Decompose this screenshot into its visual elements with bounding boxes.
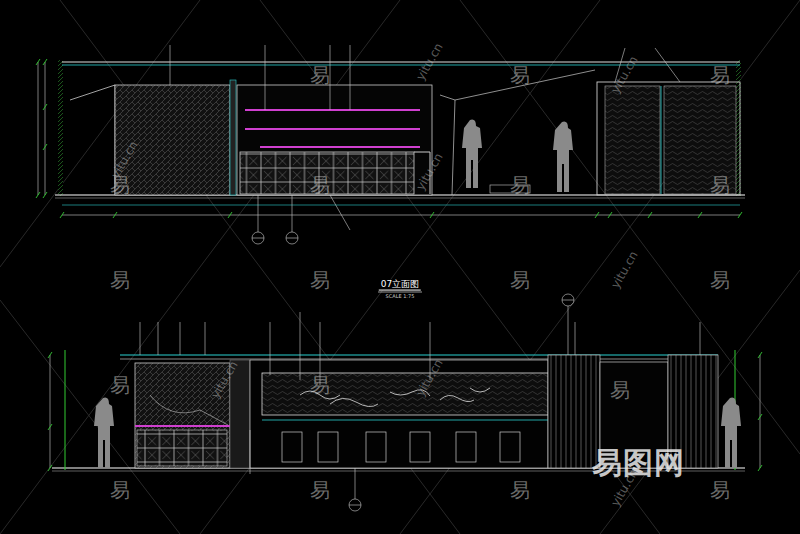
watermark: 易 <box>510 479 530 501</box>
watermark: 易 <box>310 374 330 396</box>
watermark: 易 <box>510 269 530 291</box>
watermark: 易 <box>510 64 530 86</box>
watermark: 易 <box>510 174 530 196</box>
watermark: 易 <box>310 479 330 501</box>
watermark: 易 <box>710 64 730 86</box>
watermark: 易 <box>710 269 730 291</box>
watermark: 易 <box>110 269 130 291</box>
watermark: 易 <box>710 174 730 196</box>
watermark-url: yitu.cn <box>609 249 641 291</box>
watermark: 易 <box>310 174 330 196</box>
watermark: 易 <box>610 379 630 401</box>
watermark: 易 <box>310 64 330 86</box>
watermark: 易 <box>110 479 130 501</box>
watermark: 易 <box>710 479 730 501</box>
watermark: 易 <box>110 374 130 396</box>
watermark-logo: 易图网 <box>592 446 685 479</box>
scale-note: SCALE 1:75 <box>385 294 416 300</box>
watermark: 易 <box>310 269 330 291</box>
drawing-title: 07立面图 <box>379 280 421 291</box>
